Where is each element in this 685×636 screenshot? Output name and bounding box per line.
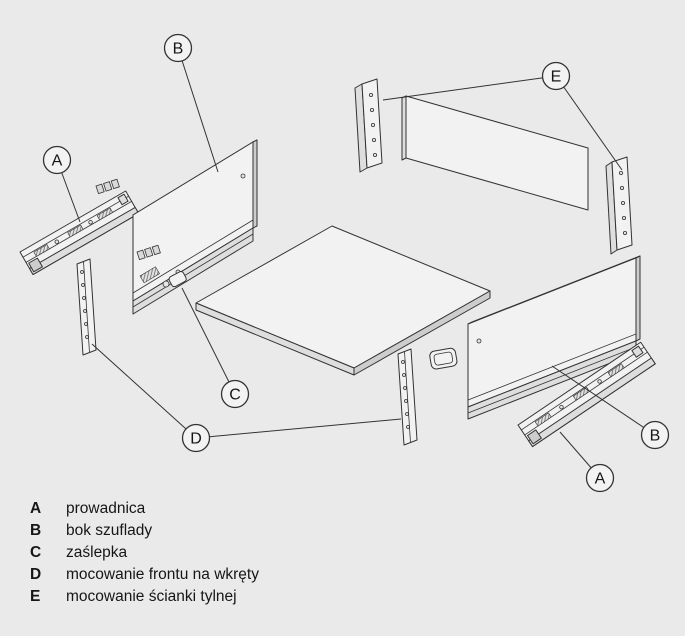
leader-d-to-right-bracket xyxy=(195,418,402,439)
legend-letter-c: C xyxy=(30,544,42,561)
legend-item-b: B bok szuflady xyxy=(30,520,259,542)
part-cover-cap-right xyxy=(429,347,458,370)
leader-b-left xyxy=(177,47,219,173)
leader-e-to-left-bracket xyxy=(382,75,557,101)
callout-b-left: B xyxy=(163,33,193,63)
callout-letter: B xyxy=(173,41,184,58)
part-back-bracket-right xyxy=(605,156,633,255)
callout-circle xyxy=(42,145,72,175)
legend-label-a: prowadnica xyxy=(66,500,146,517)
callout-letter: A xyxy=(595,471,606,488)
callout-letter: D xyxy=(190,431,202,448)
legend-label-b: bok szuflady xyxy=(66,522,153,539)
callout-letter: A xyxy=(52,153,63,170)
parts-legend: A prowadnica B bok szuflady C zaślepka D… xyxy=(30,498,259,608)
part-runner-left xyxy=(19,190,140,276)
callout-circle xyxy=(541,61,571,91)
callout-letter: B xyxy=(650,428,661,445)
part-front-bracket-left xyxy=(76,258,97,356)
part-runner-right xyxy=(517,341,656,448)
legend-item-a: A prowadnica xyxy=(30,498,259,520)
callout-letter: E xyxy=(551,69,562,86)
callout-circle xyxy=(181,423,211,453)
label-stamp-runner-left xyxy=(95,178,120,195)
label-stamp-panel-left xyxy=(136,244,161,261)
part-front-bracket-right xyxy=(397,348,418,446)
legend-item-e: E mocowanie ścianki tylnej xyxy=(30,586,259,608)
callout-e: E xyxy=(541,61,571,91)
callout-a-right: A xyxy=(585,463,615,493)
leader-b-right xyxy=(551,365,656,436)
part-side-panel-right xyxy=(467,255,641,420)
leader-lines xyxy=(56,47,656,479)
legend-item-c: C zaślepka xyxy=(30,542,259,564)
legend-label-d: mocowanie frontu na wkręty xyxy=(66,566,259,583)
leader-e-to-right-bracket xyxy=(555,75,623,171)
legend-letter-e: E xyxy=(30,588,41,605)
part-back-panel xyxy=(401,95,589,211)
callout-c: C xyxy=(220,379,250,409)
leader-c xyxy=(181,287,236,395)
part-cover-cap-left xyxy=(168,271,187,288)
leader-d-to-left-bracket xyxy=(91,343,197,439)
callout-letter: C xyxy=(229,387,241,404)
callout-circle xyxy=(640,420,670,450)
callout-d: D xyxy=(181,423,211,453)
part-side-panel-left xyxy=(132,139,258,315)
callout-a-left: A xyxy=(42,145,72,175)
legend-letter-a: A xyxy=(30,500,42,517)
legend-letter-b: B xyxy=(30,522,42,539)
part-back-bracket-left xyxy=(354,78,383,173)
legend-label-c: zaślepka xyxy=(66,544,128,561)
callout-circle xyxy=(585,463,615,493)
callout-circle xyxy=(220,379,250,409)
legend-letter-d: D xyxy=(30,566,42,583)
legend-label-e: mocowanie ścianki tylnej xyxy=(66,588,237,605)
callout-b-right: B xyxy=(640,420,670,450)
part-bottom-panel xyxy=(195,225,491,376)
exploded-diagram: B E A C D B A xyxy=(19,33,670,493)
callout-circle xyxy=(163,33,193,63)
legend-item-d: D mocowanie frontu na wkręty xyxy=(30,564,259,586)
